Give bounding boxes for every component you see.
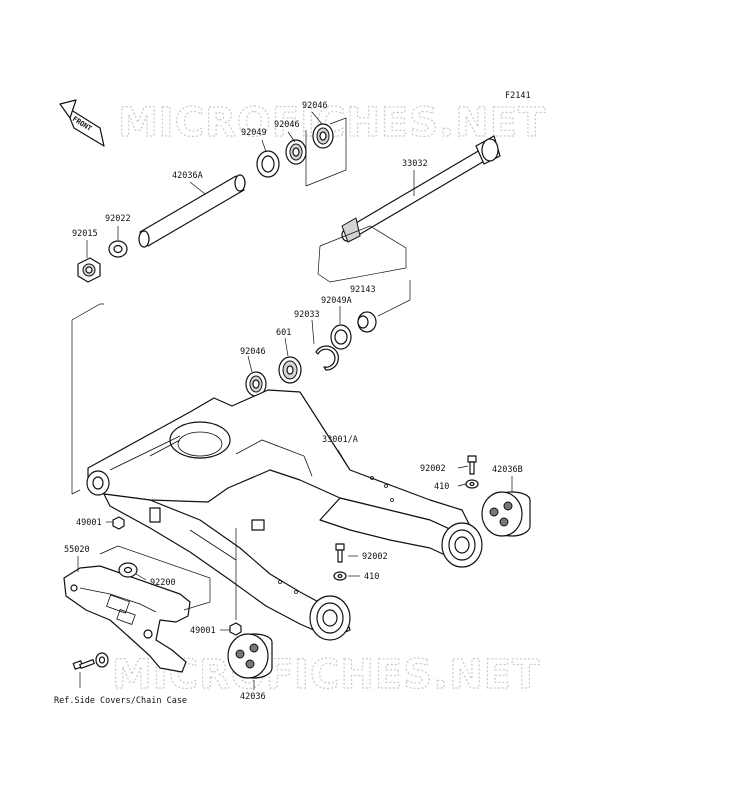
label-92015: 92015 xyxy=(72,229,98,239)
washer-chain-guard xyxy=(95,652,109,668)
bolt-92002-lower xyxy=(335,543,345,563)
nut-92015 xyxy=(77,257,101,283)
label-92046-b: 92046 xyxy=(274,120,300,130)
label-92049: 92049 xyxy=(241,128,267,138)
label-92002-b: 92002 xyxy=(362,552,388,562)
label-92022: 92022 xyxy=(105,214,131,224)
label-92002-a: 92002 xyxy=(420,464,446,474)
bearing-92046-upper-b xyxy=(285,139,307,165)
label-33001A: 33001/A xyxy=(322,435,358,445)
label-55020: 55020 xyxy=(64,545,90,555)
ball-bearing-601 xyxy=(278,356,302,384)
bearing-92046-lower xyxy=(245,371,267,397)
collar-42036 xyxy=(227,633,273,679)
bearing-92046-upper-a xyxy=(312,123,334,149)
circlip-92033 xyxy=(315,345,339,371)
label-410-b: 410 xyxy=(364,572,379,582)
bearing-box-outline xyxy=(305,117,347,187)
sleeve-42036A xyxy=(138,174,246,248)
label-601: 601 xyxy=(276,328,291,338)
label-92046-a: 92046 xyxy=(302,101,328,111)
washer-92022 xyxy=(108,240,128,258)
label-410-a: 410 xyxy=(434,482,449,492)
collar-42036B xyxy=(481,491,531,537)
label-92143: 92143 xyxy=(350,285,376,295)
bolt-chain-guard xyxy=(72,659,95,670)
label-92046-c: 92046 xyxy=(240,347,266,357)
chain-guard-55020 xyxy=(63,565,191,673)
swingarm-33001A xyxy=(86,389,483,641)
label-33032: 33032 xyxy=(402,159,428,169)
washer-410-lower xyxy=(333,571,347,581)
nut-49001-lower xyxy=(229,622,242,636)
pivot-shaft-33032 xyxy=(341,135,501,243)
nut-49001-upper xyxy=(112,516,125,530)
seal-92049A xyxy=(330,324,352,350)
label-49001-b: 49001 xyxy=(190,626,216,636)
front-arrow-icon: FRONT xyxy=(59,99,105,147)
washer-410-upper xyxy=(465,479,479,489)
label-42036B: 42036B xyxy=(492,465,523,475)
collar-92143 xyxy=(357,311,377,333)
figure-code: F2141 xyxy=(505,91,531,101)
label-49001-a: 49001 xyxy=(76,518,102,528)
label-42036A: 42036A xyxy=(172,171,203,181)
label-92033: 92033 xyxy=(294,310,320,320)
ref-note: Ref.Side Covers/Chain Case xyxy=(54,696,187,706)
label-92049A: 92049A xyxy=(321,296,352,306)
bolt-92002-upper xyxy=(467,455,477,475)
seal-92049 xyxy=(256,150,280,178)
label-92200: 92200 xyxy=(150,578,176,588)
washer-92200 xyxy=(118,562,138,578)
label-42036: 42036 xyxy=(240,692,266,702)
